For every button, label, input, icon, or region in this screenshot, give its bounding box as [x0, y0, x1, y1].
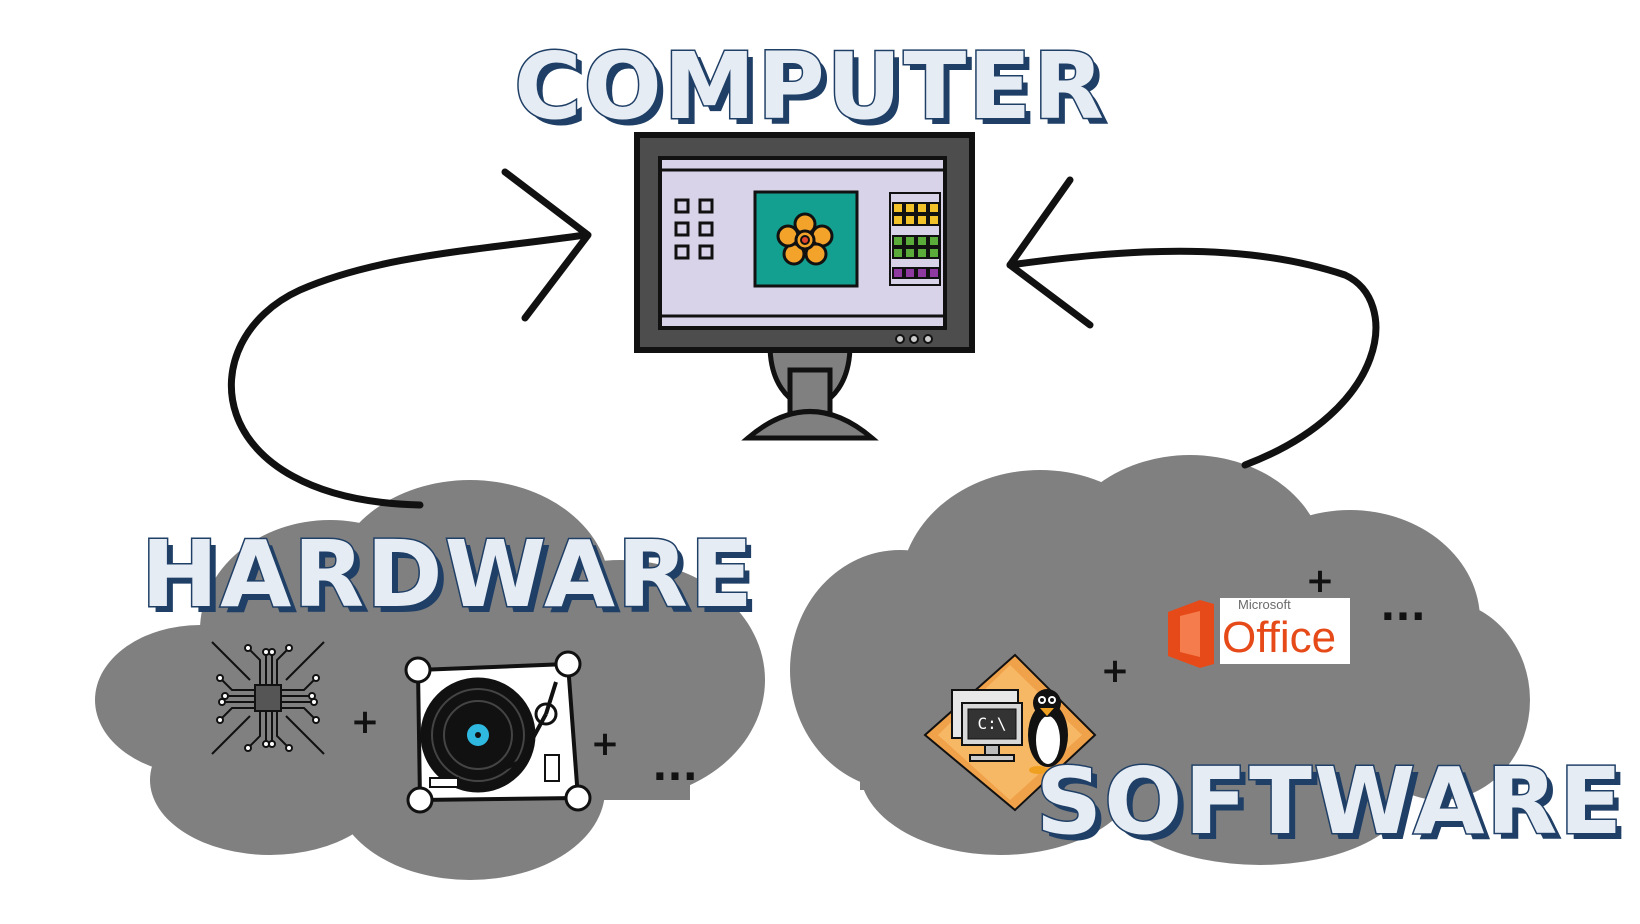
monitor-icon [634, 132, 975, 441]
flower-picture-icon [753, 190, 859, 288]
software-to-computer-arrow [1006, 176, 1380, 469]
plus-sign: + [591, 724, 620, 764]
microsoft-office-logo: Microsoft Office [1168, 597, 1350, 668]
computer-title: COMPUTER COMPUTER [513, 32, 1112, 147]
svg-text:SOFTWARE: SOFTWARE [1042, 754, 1630, 861]
svg-text:COMPUTER: COMPUTER [520, 39, 1112, 146]
ellipsis: ... [652, 744, 698, 790]
software-title: SOFTWARE SOFTWARE [1034, 747, 1630, 862]
command-prompt-linux-icon: C:\ [923, 653, 1097, 812]
plus-sign: + [351, 702, 380, 742]
svg-text:HARDWARE: HARDWARE [141, 521, 755, 628]
hardware-title: HARDWARE HARDWARE [140, 520, 761, 635]
plus-sign: + [1306, 561, 1335, 601]
svg-text:Office: Office [1222, 613, 1336, 662]
svg-text:Microsoft: Microsoft [1238, 597, 1291, 612]
svg-text:COMPUTER: COMPUTER [514, 33, 1106, 140]
plus-sign: + [1101, 651, 1130, 691]
svg-text:HARDWARE: HARDWARE [147, 527, 761, 634]
cpu-chip-icon [211, 641, 325, 755]
command-prompt-text: C:\ [978, 714, 1007, 733]
hardware-to-computer-arrow [227, 168, 592, 509]
screen-app-icons [674, 198, 714, 260]
screen-color-panel [889, 192, 941, 286]
svg-text:SOFTWARE: SOFTWARE [1036, 748, 1624, 855]
ellipsis: ... [1380, 584, 1426, 630]
turntable-icon [404, 650, 592, 814]
